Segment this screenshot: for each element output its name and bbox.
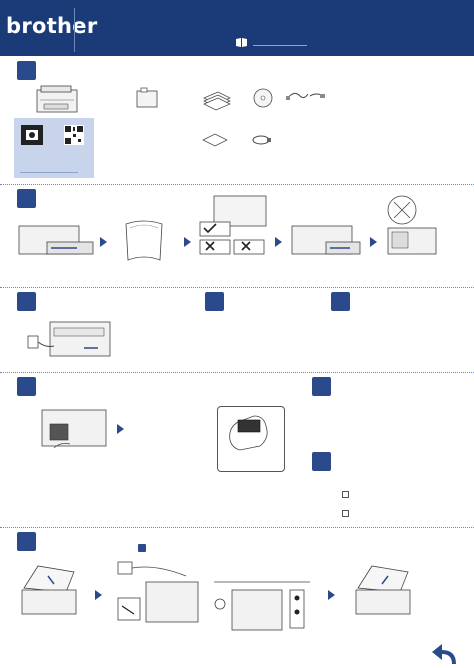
step-marker-5	[331, 292, 350, 311]
header-link-line	[253, 45, 307, 46]
header-divider	[74, 8, 75, 52]
step-marker-6	[17, 377, 36, 396]
note-marker	[138, 544, 146, 552]
qr-code-icon	[64, 125, 84, 145]
printer-illustration	[36, 85, 78, 113]
printer-tray-illustration	[18, 225, 94, 255]
book-icon	[236, 38, 247, 47]
cables-illustration	[286, 92, 325, 100]
paper-fan-illustration	[125, 220, 163, 261]
sheet-illustration	[202, 133, 228, 147]
power-connection-illustration	[27, 321, 111, 357]
step-marker-8	[312, 452, 331, 471]
brand-logo: brother	[6, 14, 98, 38]
extension-phone-illustration	[214, 581, 310, 631]
header-banner	[0, 0, 474, 56]
section-separator	[0, 184, 474, 185]
step-marker-4	[205, 292, 224, 311]
step-marker-2	[17, 189, 36, 208]
video-guide-link-line	[20, 172, 78, 173]
step-marker-3	[17, 292, 36, 311]
phone-line-connection-illustration	[117, 561, 199, 623]
arrow-right-icon	[100, 237, 107, 247]
settings-small-icon	[342, 491, 349, 498]
hand-holding-cartridge-illustration	[229, 415, 268, 451]
home-small-icon	[342, 510, 349, 517]
printer-tray-inserted-illustration	[291, 225, 361, 255]
arrow-right-icon	[275, 237, 282, 247]
paper-stack-illustration	[203, 91, 231, 111]
back-arrow-icon[interactable]	[430, 640, 460, 666]
scanner-lid-close-illustration	[355, 565, 411, 615]
power-cord-illustration	[252, 135, 271, 145]
video-icon	[21, 125, 43, 145]
ink-cartridge-illustration	[136, 87, 158, 108]
arrow-right-icon	[117, 424, 124, 434]
ink-cover-open-illustration	[41, 409, 107, 449]
step-marker-9	[17, 532, 36, 551]
disc-icon	[253, 88, 273, 108]
arrow-right-icon	[95, 590, 102, 600]
paper-loading-check-illustration	[199, 195, 267, 255]
step-marker-1	[17, 61, 36, 80]
section-separator	[0, 287, 474, 288]
printer-support-flap-illustration	[387, 195, 437, 255]
arrow-right-icon	[328, 590, 335, 600]
arrow-right-icon	[370, 237, 377, 247]
section-separator	[0, 527, 474, 528]
step-marker-7	[312, 377, 331, 396]
scanner-lid-open-illustration	[21, 565, 77, 615]
arrow-right-icon	[184, 237, 191, 247]
section-separator	[0, 372, 474, 373]
